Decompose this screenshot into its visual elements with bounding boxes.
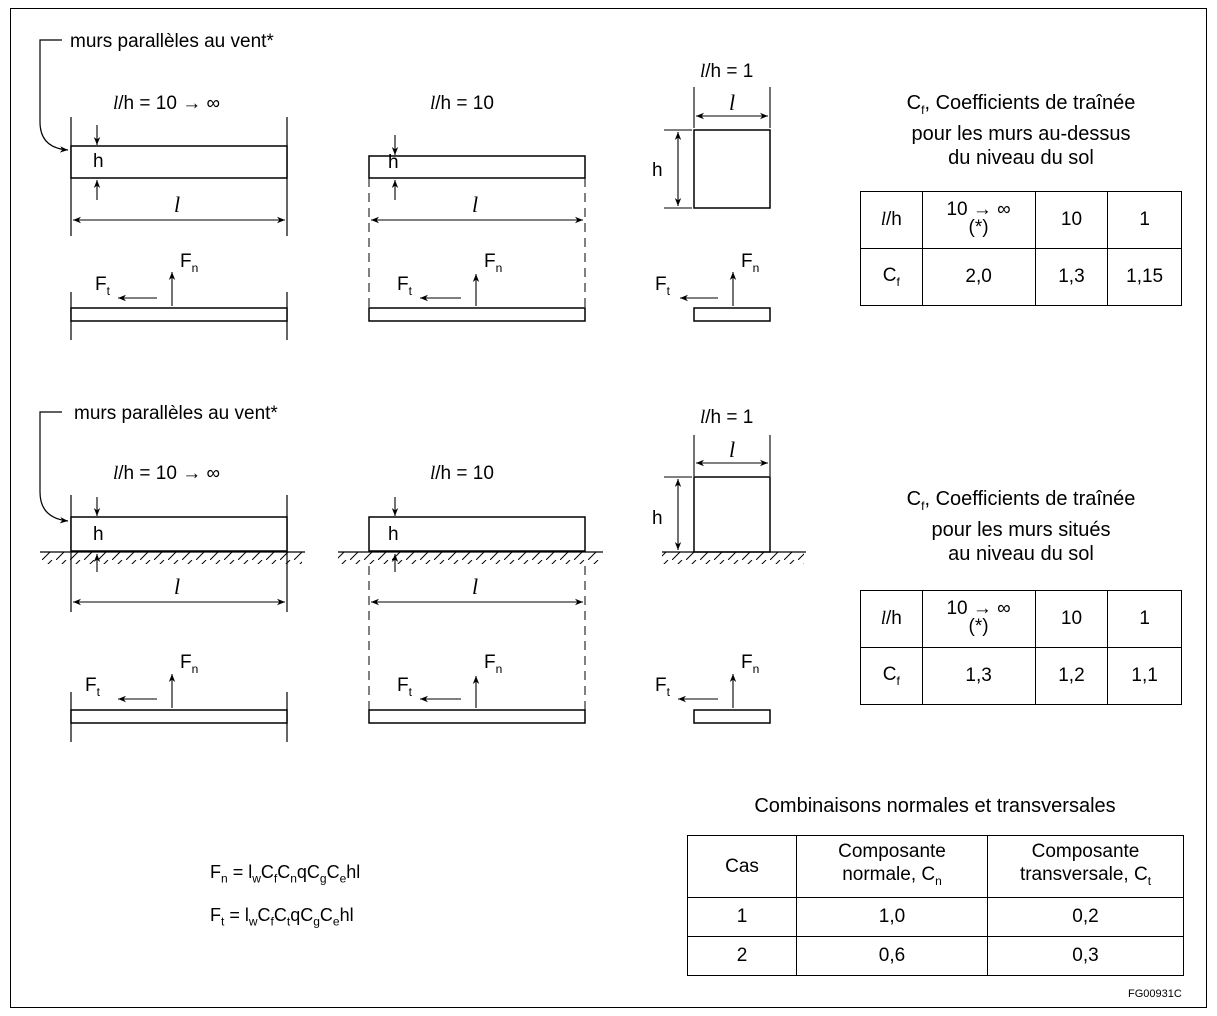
svg-text:h: h (652, 160, 663, 181)
svg-text:h: h (388, 524, 399, 545)
svg-text:l/h = 1: l/h = 1 (700, 407, 753, 428)
formula-fn: Fn = lwCfCnqCgCehl (210, 862, 361, 886)
transverse-force-label: Ft (95, 274, 111, 298)
plan-view-infinite-top: Fn Ft (70, 251, 288, 340)
plan-view-10-bottom: Fn Ft (368, 652, 586, 724)
formula-ft: Ft = lwCfCtqCgCehl (210, 905, 354, 929)
figure-frame (10, 8, 1207, 1008)
table-row: 1 1,0 0,2 (687, 897, 1184, 937)
svg-text:l: l (729, 90, 735, 115)
normal-force-label: Fn (180, 251, 198, 275)
svg-text:murs parallèles au vent*: murs parallèles au vent* (74, 403, 278, 424)
plan-view-infinite-bottom: Fn Ft (70, 652, 288, 742)
svg-text:Fn: Fn (741, 251, 759, 275)
svg-text:l: l (729, 437, 735, 462)
svg-text:Ft: Ft (655, 675, 671, 699)
svg-text:l: l (174, 574, 180, 599)
table1-caption: Cf, Coefficients de traînée pour les mur… (906, 92, 1136, 169)
figure-code: FG00931C (1128, 988, 1182, 1000)
ratio-label-1: l/h = 1 (700, 61, 753, 82)
length-label: l (174, 192, 180, 217)
height-label: h (93, 151, 104, 172)
svg-text:h: h (93, 524, 104, 545)
svg-text:Ft: Ft (397, 675, 413, 699)
wall-infinite-bottom: l/h = 10 → ∞ h l (40, 463, 305, 612)
cf-header: Cf (860, 248, 923, 306)
wall-1-top: l/h = 1 l h (652, 61, 771, 209)
svg-text:Ft: Ft (397, 274, 413, 298)
ratio-label-inf: l/h = 10 → ∞ (113, 93, 220, 114)
svg-text:Ft: Ft (655, 274, 671, 298)
svg-text:h: h (652, 508, 663, 529)
walls-parallel-label: murs parallèles au vent* (70, 31, 274, 52)
plan-view-1-bottom: Fn Ft (655, 652, 771, 724)
svg-text:h: h (388, 152, 399, 173)
table-row: 2 0,6 0,3 (687, 936, 1184, 976)
wall-infinite-top: l/h = 10 → ∞ h l (70, 93, 288, 236)
svg-text:Fn: Fn (741, 652, 759, 676)
svg-text:l/h = 10 → ∞: l/h = 10 → ∞ (113, 463, 220, 484)
svg-text:Fn: Fn (484, 251, 502, 275)
wall-1-bottom: l/h = 1 l h (652, 407, 806, 564)
drag-coefficient-table-ground: l/h 10 → ∞(*) 10 1 Cf 1,3 1,2 1,1 (860, 590, 1182, 705)
svg-text:l/h = 10: l/h = 10 (430, 463, 494, 484)
ratio-header: l/h (860, 191, 923, 249)
ratio-label-10: l/h = 10 (430, 93, 494, 114)
combinations-caption: Combinaisons normales et transversales (754, 795, 1116, 817)
drag-coefficient-table-above: l/h 10 → ∞(*) 10 1 Cf 2,0 1,3 1,15 (860, 191, 1182, 306)
wall-10-top: l/h = 10 h l (368, 93, 586, 310)
svg-text:Fn: Fn (484, 652, 502, 676)
svg-text:l: l (472, 574, 478, 599)
plan-view-1-top: Fn Ft (655, 251, 771, 322)
svg-text:Ft: Ft (85, 675, 101, 699)
walls-parallel-callout-top: murs parallèles au vent* (39, 31, 274, 153)
table2-caption: Cf, Coefficients de traînée pour les mur… (906, 488, 1136, 565)
plan-view-10-top: Fn Ft (368, 251, 586, 322)
wall-10-bottom: l/h = 10 h l (338, 463, 603, 712)
svg-text:Fn: Fn (180, 652, 198, 676)
walls-parallel-callout-bottom: murs parallèles au vent* (39, 403, 278, 524)
svg-text:l: l (472, 192, 478, 217)
